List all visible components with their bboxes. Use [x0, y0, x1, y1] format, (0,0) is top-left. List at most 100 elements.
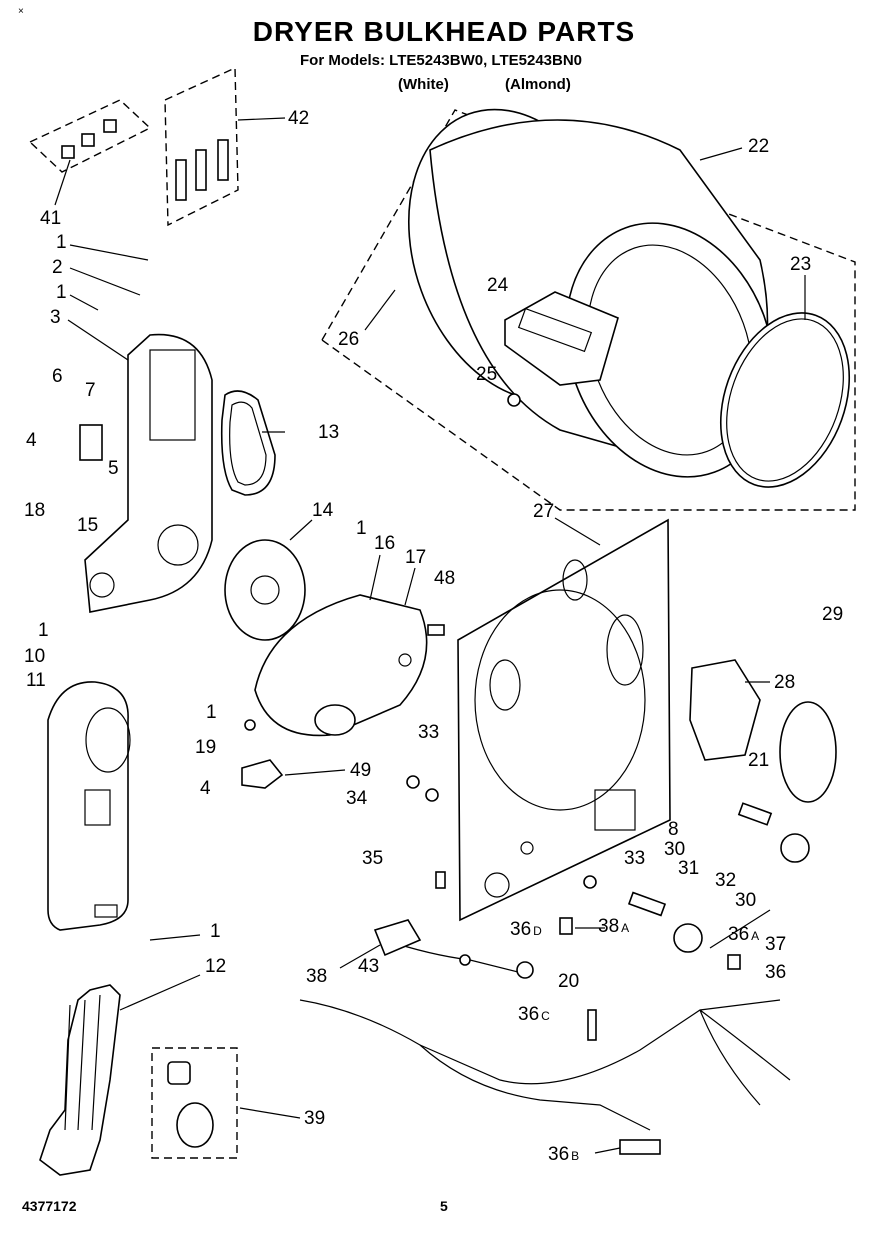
callout-29: 29 [822, 604, 843, 625]
leader-2 [69, 267, 141, 296]
callout-25: 25 [476, 364, 497, 385]
page-title: DRYER BULKHEAD PARTS [252, 16, 636, 47]
leader-1b [69, 294, 99, 311]
bulkhead-lint-opening [606, 614, 644, 686]
kit-39-clamp [176, 1102, 214, 1148]
leader-39 [239, 1107, 301, 1119]
baffle-slot [517, 307, 593, 353]
exhaust-duct [47, 681, 129, 931]
callout-22: 22 [748, 136, 769, 157]
drum-roller [673, 923, 703, 953]
drive-belt [220, 390, 276, 496]
callout-39: 39 [304, 1108, 325, 1129]
callout-32: 32 [715, 870, 736, 891]
callout-34: 34 [346, 788, 368, 809]
front-bulkhead [457, 518, 671, 922]
leader-3 [67, 319, 129, 361]
document-number: 4377172 [22, 1198, 77, 1214]
leader-38 [339, 944, 381, 969]
heating-element [39, 984, 121, 1176]
leader-12 [119, 974, 201, 1011]
screw-43 [459, 954, 471, 966]
blower-housing [254, 594, 428, 737]
callout-5: 5 [108, 458, 119, 479]
leader-41 [54, 159, 71, 206]
roller-axle [627, 891, 667, 917]
screw-35 [435, 871, 446, 889]
callout-35: 35 [362, 848, 383, 869]
nut-34 [406, 775, 420, 789]
leader-49 [284, 769, 346, 776]
leader-1f [149, 934, 201, 941]
leader-14 [289, 519, 313, 541]
leader-36b [594, 1147, 621, 1154]
duct-clip [241, 759, 284, 789]
kit-39-outline [151, 1047, 238, 1159]
wiring-branch-right [699, 1009, 791, 1106]
callout-2: 2 [52, 257, 63, 278]
callout-4a: 4 [26, 430, 37, 451]
callout-43: 43 [358, 956, 379, 977]
corner-mark: × [18, 6, 24, 17]
housing-hole [398, 653, 412, 667]
callout-1d: 1 [356, 518, 367, 539]
callout-26: 26 [338, 329, 359, 350]
duct-hole-lower [89, 572, 115, 598]
thermal-fuse-kit-outline [164, 66, 239, 227]
leader-37 [709, 909, 771, 949]
models-line: For Models: LTE5243BW0, LTE5243BN0 [300, 52, 583, 69]
thermistor-20 [587, 1009, 597, 1041]
power-cord-plug [373, 919, 422, 957]
bulkhead-drum-opening [474, 589, 646, 811]
lint-screen-grille [149, 349, 196, 441]
callout-23: 23 [790, 254, 811, 275]
duct-hole-upper [157, 524, 199, 566]
callout-3: 3 [50, 307, 61, 328]
baffle-screw [507, 393, 521, 407]
lint-duct [689, 659, 761, 761]
callout-24: 24 [487, 275, 509, 296]
callout-1f: 1 [210, 921, 221, 942]
bulkhead-hole-top [562, 559, 588, 601]
callout-7: 7 [85, 380, 96, 401]
callout-12: 12 [205, 956, 226, 977]
callout-28: 28 [774, 672, 795, 693]
callout-16: 16 [374, 533, 395, 554]
callout-1e: 1 [206, 702, 217, 723]
callout-37: 37 [765, 934, 786, 955]
callout-1c: 1 [38, 620, 49, 641]
callout-13: 13 [318, 422, 339, 443]
callout-48: 48 [434, 568, 455, 589]
fuse-terminal-2 [195, 149, 207, 191]
callout-42: 42 [288, 108, 309, 129]
rear-duct-plate [84, 333, 213, 613]
clip-1 [61, 145, 75, 159]
leader-22 [699, 147, 743, 161]
callout-17: 17 [405, 547, 426, 568]
terminal-37 [727, 954, 741, 970]
callout-19: 19 [195, 737, 216, 758]
blower-hub [250, 575, 280, 605]
variant-almond-label: (Almond) [505, 76, 571, 93]
harness-plug-36b [619, 1139, 661, 1155]
lint-screen [779, 701, 837, 803]
bulkhead-hole-left [489, 659, 521, 711]
bulkhead-panel-cutout [594, 789, 636, 831]
callout-31: 31 [678, 858, 699, 879]
thermostat [79, 424, 103, 461]
blower-outlet [314, 704, 356, 736]
callout-11: 11 [26, 670, 46, 691]
heating-coils [64, 994, 101, 1131]
callout-20: 20 [558, 971, 579, 992]
callout-27: 27 [533, 501, 554, 522]
callout-30a: 30 [664, 839, 685, 860]
callout-30b: 30 [735, 890, 756, 911]
idler-shaft [737, 802, 773, 826]
leader-1a [69, 244, 149, 261]
drum-seal-inner [726, 318, 844, 482]
callout-41: 41 [40, 208, 61, 229]
clip-3 [103, 119, 117, 133]
